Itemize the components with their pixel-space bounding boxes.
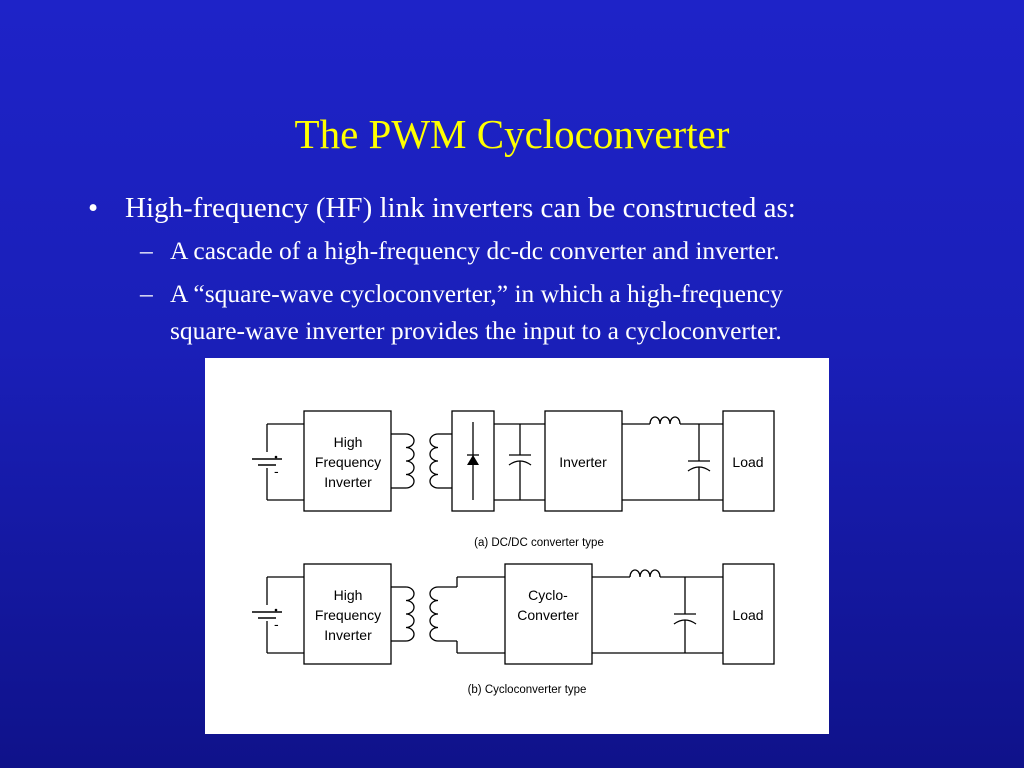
caption-a: (a) DC/DC converter type bbox=[474, 537, 604, 549]
hf-inverter-block bbox=[303, 410, 392, 512]
filter-capacitor-icon bbox=[673, 577, 697, 653]
subbullet-marker: – bbox=[140, 279, 153, 308]
bullet-marker: • bbox=[88, 192, 99, 224]
hf-inverter-label-2: Frequency bbox=[315, 607, 381, 623]
cycloconverter-label-1: Cyclo- bbox=[528, 587, 568, 603]
subbullet-item: – A “square-wave cycloconverter,” in whi… bbox=[140, 275, 988, 349]
inductor-icon bbox=[649, 416, 681, 425]
inverter-block bbox=[544, 410, 623, 512]
subbullet-text-line1: A “square-wave cycloconverter,” in which… bbox=[170, 279, 783, 308]
load-block bbox=[722, 563, 775, 665]
diagram-b: - High Frequency Inverter Cyclo- bbox=[252, 563, 775, 696]
load-block bbox=[722, 410, 775, 512]
subbullet-marker: – bbox=[140, 236, 153, 265]
circuit-diagrams: - High Frequency Inverter bbox=[252, 410, 775, 696]
load-label: Load bbox=[732, 607, 763, 623]
dc-link-capacitor-icon bbox=[508, 424, 532, 500]
hf-inverter-label-1: High bbox=[334, 587, 363, 603]
source-sign: - bbox=[274, 463, 279, 479]
hf-inverter-label-2: Frequency bbox=[315, 454, 381, 470]
hf-inverter-label-3: Inverter bbox=[324, 627, 372, 643]
filter-capacitor-icon bbox=[687, 424, 711, 500]
cycloconverter-block bbox=[504, 563, 593, 665]
load-label: Load bbox=[732, 454, 763, 470]
caption-b: (b) Cycloconverter type bbox=[468, 684, 587, 696]
hf-inverter-label-1: High bbox=[334, 434, 363, 450]
inductor-icon bbox=[629, 569, 661, 578]
diode-icon bbox=[467, 422, 479, 500]
converter-figure: - High Frequency Inverter bbox=[205, 358, 829, 734]
subbullet-item: – A cascade of a high-frequency dc-dc co… bbox=[140, 232, 988, 269]
bullet-text: High-frequency (HF) link inverters can b… bbox=[125, 192, 796, 224]
transformer-icon bbox=[391, 577, 458, 653]
bullet-item: • High-frequency (HF) link inverters can… bbox=[88, 190, 988, 226]
transformer-icon bbox=[391, 433, 452, 489]
hf-inverter-block bbox=[303, 563, 392, 665]
rectifier-block bbox=[451, 410, 495, 512]
dc-source-icon bbox=[252, 576, 304, 654]
slide-title: The PWM Cycloconverter bbox=[294, 111, 730, 157]
inverter-label: Inverter bbox=[559, 454, 607, 470]
bullet-list: • High-frequency (HF) link inverters can… bbox=[88, 190, 988, 349]
dc-source-icon bbox=[252, 423, 304, 501]
diagram-a: - High Frequency Inverter bbox=[252, 410, 775, 549]
subbullet-text-line2: square-wave inverter provides the input … bbox=[170, 316, 782, 345]
cycloconverter-label-2: Converter bbox=[517, 607, 579, 623]
source-sign: - bbox=[274, 616, 279, 632]
hf-inverter-label-3: Inverter bbox=[324, 474, 372, 490]
subbullet-text: A cascade of a high-frequency dc-dc conv… bbox=[170, 236, 780, 265]
